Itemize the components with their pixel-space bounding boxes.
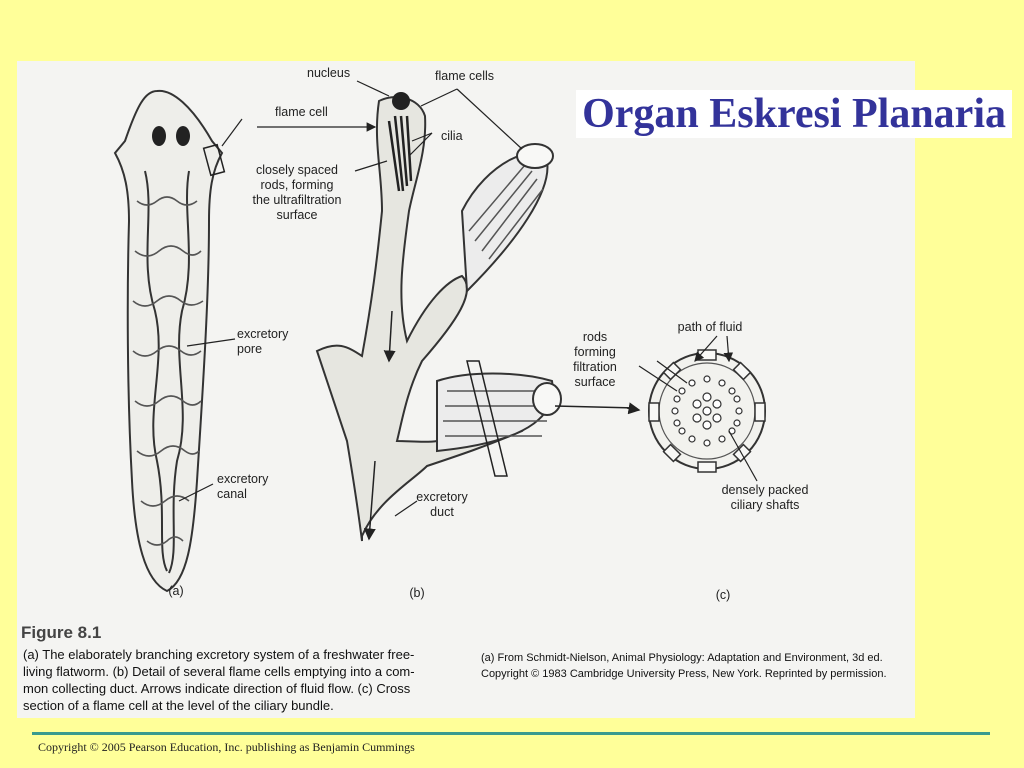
copyright-footer: Copyright © 2005 Pearson Education, Inc.…: [38, 740, 415, 754]
source-line1: (a) From Schmidt-Nielson, Animal Physiol…: [481, 652, 883, 664]
label-frods-line3: filtration: [573, 360, 617, 374]
label-canal-line2: canal: [217, 487, 247, 501]
label-rods-line4: surface: [277, 208, 318, 222]
planaria-diagram: nucleus flame cells flame cell cilia clo…: [21, 66, 887, 713]
leader-lines: [178, 80, 758, 517]
label-rods-line2: rods, forming: [261, 178, 334, 192]
label-panel-b: (b): [409, 586, 424, 600]
label-panel-c: (c): [716, 588, 731, 602]
label-nucleus: nucleus: [307, 66, 350, 80]
label-rods-line3: the ultrafiltration: [253, 193, 342, 207]
label-path-of-fluid: path of fluid: [678, 320, 743, 334]
label-rods-line1: closely spaced: [256, 163, 338, 177]
label-canal-line1: excretory: [217, 472, 269, 486]
footer-rule: [32, 732, 990, 735]
label-frods-line2: forming: [574, 345, 616, 359]
slide-title: Organ Eskresi Planaria: [576, 90, 1012, 138]
label-panel-a: (a): [168, 584, 183, 598]
caption-line1: (a) The elaborately branching excretory …: [23, 647, 414, 662]
label-frods-line4: surface: [575, 375, 616, 389]
source-line2: Copyright © 1983 Cambridge University Pr…: [481, 668, 887, 680]
caption-line3: mon collecting duct. Arrows indicate dir…: [23, 681, 411, 696]
flame-cell-drawing: [315, 92, 562, 542]
label-pore-line1: excretory: [237, 327, 289, 341]
label-pore-line2: pore: [237, 342, 262, 356]
label-dense-line1: densely packed: [722, 483, 809, 497]
figure-image: nucleus flame cells flame cell cilia clo…: [17, 61, 915, 718]
label-cilia: cilia: [441, 129, 463, 143]
label-frods-line1: rods: [583, 330, 607, 344]
planaria-body-drawing: [113, 89, 226, 593]
caption-line2: living flatworm. (b) Detail of several f…: [23, 664, 415, 679]
label-duct-line2: duct: [430, 505, 454, 519]
label-dense-line2: ciliary shafts: [731, 498, 800, 512]
caption-heading: Figure 8.1: [21, 623, 101, 642]
label-flame-cell: flame cell: [275, 105, 328, 119]
caption-line4: section of a flame cell at the level of …: [23, 698, 334, 713]
label-flame-cells: flame cells: [435, 69, 494, 83]
label-duct-line1: excretory: [416, 490, 468, 504]
